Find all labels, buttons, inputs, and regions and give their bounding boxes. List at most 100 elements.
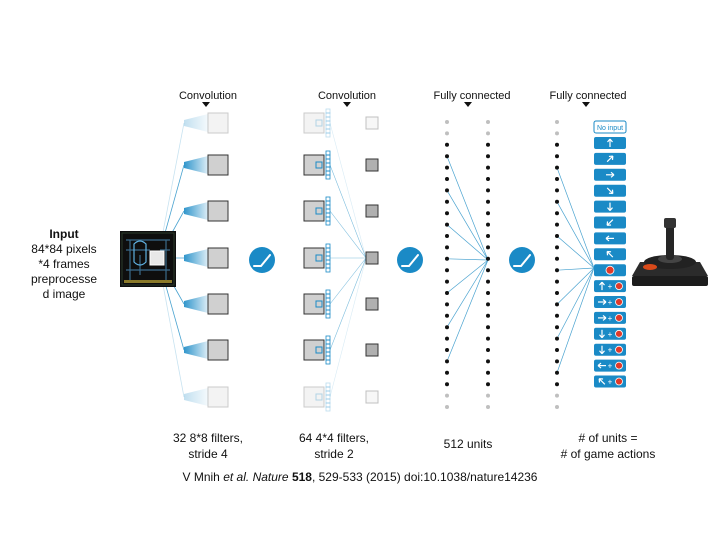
conv2-filter-cell [325, 158, 331, 164]
layer-4-caption: # of units = # of game actions [538, 430, 678, 462]
fc1-input-unit [445, 279, 449, 284]
fc1-hidden-unit [486, 154, 490, 159]
conv1-feature-map [207, 112, 229, 134]
layer-3-header: Fully connected [433, 90, 511, 102]
fc2-unit [555, 222, 559, 227]
conv2-filter-cell [325, 390, 331, 396]
right-arrowhead-icon [602, 299, 607, 305]
action-button: + [594, 343, 626, 356]
fc2-unit [555, 177, 559, 181]
conv1-feature-map [207, 200, 229, 222]
down-arrowhead-icon [599, 334, 605, 339]
conv1-feature-map [207, 386, 229, 408]
conv2-filter-cell [325, 406, 331, 412]
conv2-feature-map [365, 251, 379, 265]
conv1-filter-beam [184, 388, 208, 406]
conv2-filter-cell [325, 170, 331, 176]
relu-icon-2 [397, 247, 423, 273]
plus-icon: + [608, 346, 613, 355]
fc2-unit [555, 382, 559, 387]
up-left-arrowhead-icon [598, 378, 604, 383]
fc1-hidden-unit [486, 325, 490, 330]
layer-2-header: Convolution [317, 90, 377, 102]
layer-2-caption: 64 4*4 filters, stride 2 [264, 430, 404, 462]
fc1-connection [446, 259, 489, 328]
conv1-feature-map [207, 339, 229, 361]
fc1-hidden-unit [486, 279, 490, 284]
conv2-output-line [329, 257, 367, 398]
layer-1-header: Convolution [178, 90, 238, 102]
header-arrow-3 [464, 102, 472, 107]
conv1-filter-beam [184, 202, 208, 220]
citation-etal: et al. [223, 470, 250, 484]
fc1-hidden-unit [486, 188, 490, 193]
plus-icon: + [608, 314, 613, 323]
up-left-arrowhead-icon [606, 250, 612, 256]
left-arrowhead-icon [605, 235, 610, 242]
fc2-unit [555, 279, 559, 284]
input-title: Input [49, 227, 79, 241]
fc1-input-unit [445, 222, 449, 227]
conv2-feature-map [365, 390, 379, 404]
layer-nodes: No input+++++++ [184, 108, 627, 412]
layer-3-caption: 512 units [398, 436, 538, 452]
fc2-unit [555, 165, 559, 170]
conv1-feature-map [207, 293, 229, 315]
conv2-filter-cell [325, 154, 331, 160]
action-button [594, 152, 626, 165]
fc2-unit [555, 325, 559, 330]
fc1-hidden-unit [486, 302, 490, 307]
up-left-arrow-icon [606, 251, 614, 258]
action-button: + [594, 359, 626, 372]
action-no-input-box [593, 120, 627, 134]
fc1-input-unit [445, 325, 449, 330]
conv2-feature-map [365, 158, 379, 172]
fc1-connection [446, 259, 489, 294]
conv2-filter-cell [325, 386, 331, 392]
layer-2-caption-line-2: stride 2 [314, 447, 354, 461]
fc2-connection [556, 267, 595, 271]
header-arrow-1 [202, 102, 210, 107]
conv2-filter-cell [325, 174, 331, 180]
down-arrowhead-icon [599, 350, 605, 355]
conv2-input-map [303, 339, 325, 361]
conv1-feature-map [207, 154, 229, 176]
fc1-hidden-unit [486, 245, 490, 250]
fc2-unit [555, 211, 559, 216]
conv2-filter-cell [325, 162, 331, 168]
conv2-feature-map [365, 204, 379, 218]
conv1-filter-beam [184, 341, 208, 359]
down-right-arrow-icon [606, 187, 614, 194]
layer-4-caption-line-2: # of game actions [560, 447, 656, 461]
fc2-connection [556, 167, 595, 269]
action-button: + [594, 311, 626, 324]
fc1-input-unit [445, 120, 449, 124]
conv1-filter-beam [184, 295, 208, 313]
conv2-filter-cell [325, 166, 331, 172]
fc2-unit [555, 234, 559, 238]
fc1-input-unit [445, 245, 449, 250]
conv2-receptive-field [315, 254, 323, 262]
conv2-filter-cell [325, 208, 331, 214]
fc2-unit [555, 348, 559, 352]
citation: V Mnih et al. Nature 518, 529-533 (2015)… [0, 470, 720, 484]
fc1-hidden-unit [486, 359, 490, 364]
conv2-filter-cell [325, 259, 331, 265]
conv2-receptive-field [315, 300, 323, 308]
conv2-filter-cell [325, 335, 331, 341]
conv1-filter-beam [184, 156, 208, 174]
conv2-filter-cell [325, 216, 331, 222]
fc1-input-unit [445, 165, 449, 170]
fc1-input-unit [445, 393, 449, 398]
up-right-arrowhead-icon [608, 155, 614, 161]
fc1-input-unit [445, 211, 449, 216]
fc2-unit [555, 393, 559, 398]
fc1-hidden-unit [486, 382, 490, 387]
conv2-input-map [303, 200, 325, 222]
fc2-unit [555, 199, 559, 204]
conv2-filter-cell [325, 220, 331, 226]
fc2-connection [556, 201, 595, 269]
fc1-input-unit [445, 302, 449, 307]
conv2-receptive-field [315, 161, 323, 169]
conv2-receptive-field [315, 346, 323, 354]
